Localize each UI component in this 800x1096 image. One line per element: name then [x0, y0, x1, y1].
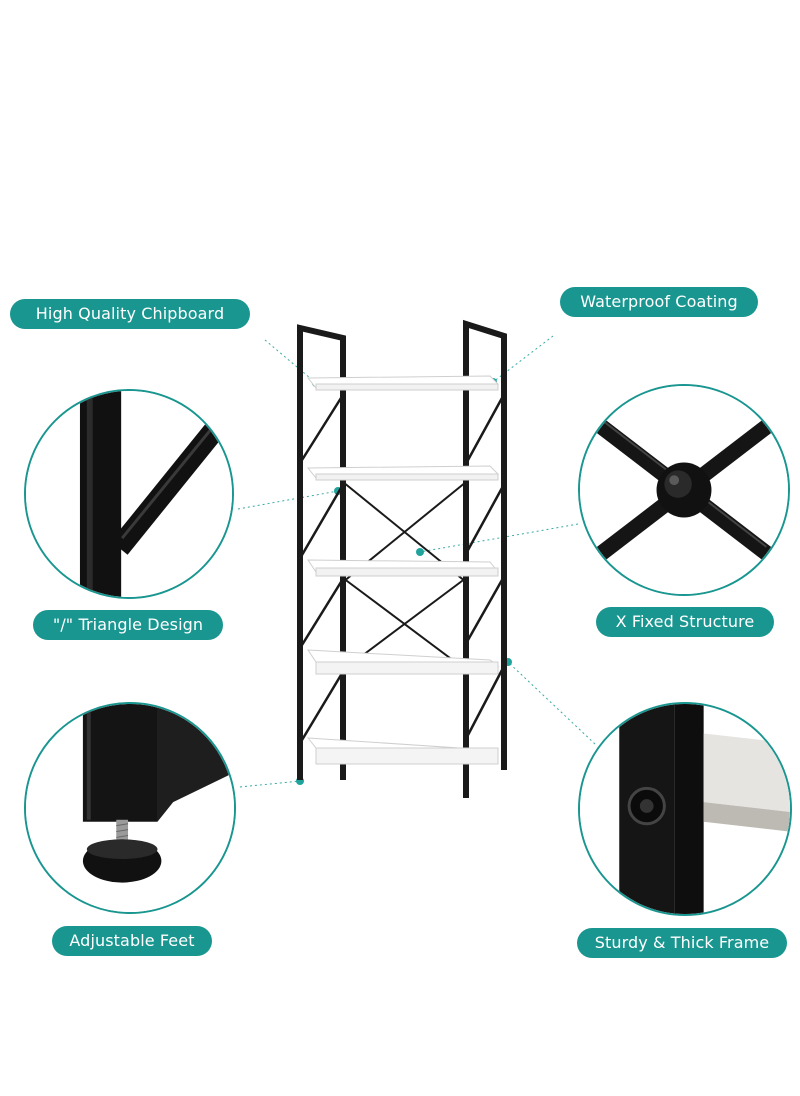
label-waterproof-coating: Waterproof Coating	[560, 287, 758, 317]
label-triangle-design: "/" Triangle Design	[33, 610, 223, 640]
left-frame	[297, 324, 346, 780]
foot-closeup	[26, 704, 234, 912]
detail-sturdy-frame	[578, 702, 792, 916]
label-high-quality-chipboard: High Quality Chipboard	[10, 299, 250, 329]
x-joint-closeup	[580, 386, 788, 594]
frame-closeup	[580, 704, 790, 914]
right-braces	[466, 397, 504, 736]
left-braces	[300, 397, 343, 741]
label-adjustable-feet: Adjustable Feet	[52, 926, 212, 956]
detail-adjustable-feet	[24, 702, 236, 914]
bookshelf-illustration	[297, 319, 507, 798]
shelves	[306, 375, 500, 765]
label-x-fixed-structure: X Fixed Structure	[596, 607, 774, 637]
label-sturdy-thick-frame: Sturdy & Thick Frame	[577, 928, 787, 958]
detail-x-structure	[578, 384, 790, 596]
detail-triangle-design	[24, 389, 234, 599]
triangle-brace-closeup	[26, 391, 232, 597]
right-frame	[463, 319, 507, 798]
